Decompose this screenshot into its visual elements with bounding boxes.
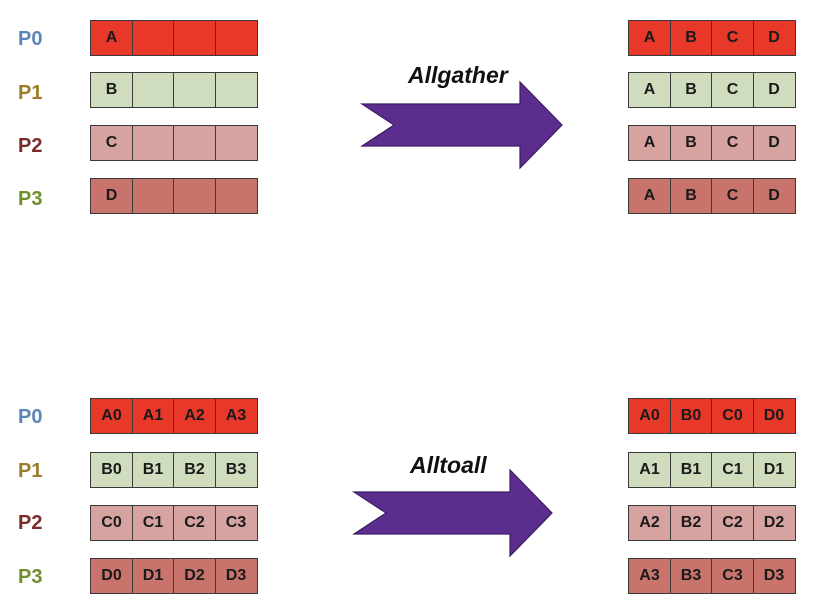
allgather-output-cell: D — [752, 72, 796, 108]
allgather-arrow-shape — [360, 80, 563, 170]
allgather-output-cell: B — [669, 178, 713, 214]
alltoall-output-cell: B0 — [669, 398, 713, 434]
allgather-output-row-0: A B C D — [628, 20, 796, 56]
allgather-output-cell: D — [752, 125, 796, 161]
alltoall-output-cell: D0 — [752, 398, 796, 434]
alltoall-input-row-3: D0 D1 D2 D3 — [90, 558, 258, 594]
allgather-label-p3: P3 — [18, 188, 43, 210]
allgather-input-cell: D — [90, 178, 133, 214]
alltoall-arrow-icon — [352, 468, 553, 558]
alltoall-output-cell: B3 — [669, 558, 713, 594]
alltoall-input-cell: D2 — [173, 558, 216, 594]
allgather-input-row-2: C — [90, 125, 258, 161]
allgather-input-cell: B — [90, 72, 133, 108]
alltoall-output-row-0: A0 B0 C0 D0 — [628, 398, 796, 434]
allgather-output-cell: B — [669, 72, 713, 108]
alltoall-output-cell: B2 — [669, 505, 713, 541]
alltoall-output-cell: C2 — [711, 505, 754, 541]
alltoall-input-cell: A3 — [214, 398, 258, 434]
allgather-input-cell — [173, 20, 216, 56]
allgather-label-p1: P1 — [18, 82, 43, 104]
alltoall-input-cell: C0 — [90, 505, 133, 541]
alltoall-output-cell: A0 — [628, 398, 671, 434]
allgather-input-row-3: D — [90, 178, 258, 214]
allgather-input-cell — [173, 125, 216, 161]
allgather-arrow-icon — [360, 80, 563, 170]
allgather-input-cell — [214, 125, 258, 161]
allgather-output-cell: A — [628, 178, 671, 214]
allgather-output-row-2: A B C D — [628, 125, 796, 161]
allgather-output-cell: A — [628, 20, 671, 56]
alltoall-operation-label: Alltoall — [410, 452, 487, 478]
alltoall-input-row-2: C0 C1 C2 C3 — [90, 505, 258, 541]
alltoall-input-cell: B2 — [173, 452, 216, 488]
allgather-input-cell: A — [90, 20, 133, 56]
allgather-input-cell — [131, 72, 175, 108]
allgather-input-cell — [214, 72, 258, 108]
alltoall-arrow-shape — [352, 468, 553, 558]
alltoall-output-row-3: A3 B3 C3 D3 — [628, 558, 796, 594]
alltoall-input-cell: D0 — [90, 558, 133, 594]
allgather-input-cell — [173, 178, 216, 214]
alltoall-input-cell: B0 — [90, 452, 133, 488]
allgather-output-cell: C — [711, 72, 754, 108]
allgather-output-cell: C — [711, 125, 754, 161]
alltoall-output-cell: C3 — [711, 558, 754, 594]
alltoall-input-row-0: A0 A1 A2 A3 — [90, 398, 258, 434]
alltoall-input-cell: C3 — [214, 505, 258, 541]
allgather-output-cell: C — [711, 178, 754, 214]
alltoall-input-cell: A0 — [90, 398, 133, 434]
alltoall-input-cell: D3 — [214, 558, 258, 594]
alltoall-output-cell: A3 — [628, 558, 671, 594]
allgather-output-cell: D — [752, 178, 796, 214]
alltoall-input-cell: A2 — [173, 398, 216, 434]
alltoall-output-cell: A2 — [628, 505, 671, 541]
alltoall-output-cell: C1 — [711, 452, 754, 488]
allgather-operation-label: Allgather — [408, 62, 508, 88]
alltoall-input-cell: B3 — [214, 452, 258, 488]
alltoall-output-row-2: A2 B2 C2 D2 — [628, 505, 796, 541]
alltoall-input-cell: D1 — [131, 558, 175, 594]
alltoall-output-cell: B1 — [669, 452, 713, 488]
alltoall-output-row-1: A1 B1 C1 D1 — [628, 452, 796, 488]
alltoall-output-cell: D3 — [752, 558, 796, 594]
allgather-input-cell — [131, 125, 175, 161]
allgather-output-cell: B — [669, 20, 713, 56]
allgather-input-row-1: B — [90, 72, 258, 108]
allgather-output-cell: D — [752, 20, 796, 56]
alltoall-output-cell: D2 — [752, 505, 796, 541]
allgather-output-cell: B — [669, 125, 713, 161]
allgather-output-row-3: A B C D — [628, 178, 796, 214]
allgather-input-cell — [131, 20, 175, 56]
allgather-input-row-0: A — [90, 20, 258, 56]
alltoall-input-cell: A1 — [131, 398, 175, 434]
alltoall-input-cell: C1 — [131, 505, 175, 541]
alltoall-input-cell: C2 — [173, 505, 216, 541]
alltoall-output-cell: A1 — [628, 452, 671, 488]
alltoall-input-row-1: B0 B1 B2 B3 — [90, 452, 258, 488]
allgather-input-cell: C — [90, 125, 133, 161]
allgather-label-p0: P0 — [18, 28, 43, 50]
allgather-output-cell: A — [628, 72, 671, 108]
alltoall-label-p1: P1 — [18, 460, 43, 482]
allgather-input-cell — [173, 72, 216, 108]
alltoall-input-cell: B1 — [131, 452, 175, 488]
alltoall-label-p0: P0 — [18, 406, 43, 428]
allgather-input-cell — [214, 178, 258, 214]
allgather-output-cell: A — [628, 125, 671, 161]
allgather-output-cell: C — [711, 20, 754, 56]
allgather-output-row-1: A B C D — [628, 72, 796, 108]
alltoall-output-cell: D1 — [752, 452, 796, 488]
allgather-input-cell — [131, 178, 175, 214]
allgather-label-p2: P2 — [18, 135, 43, 157]
alltoall-label-p2: P2 — [18, 512, 43, 534]
alltoall-label-p3: P3 — [18, 566, 43, 588]
alltoall-output-cell: C0 — [711, 398, 754, 434]
allgather-input-cell — [214, 20, 258, 56]
